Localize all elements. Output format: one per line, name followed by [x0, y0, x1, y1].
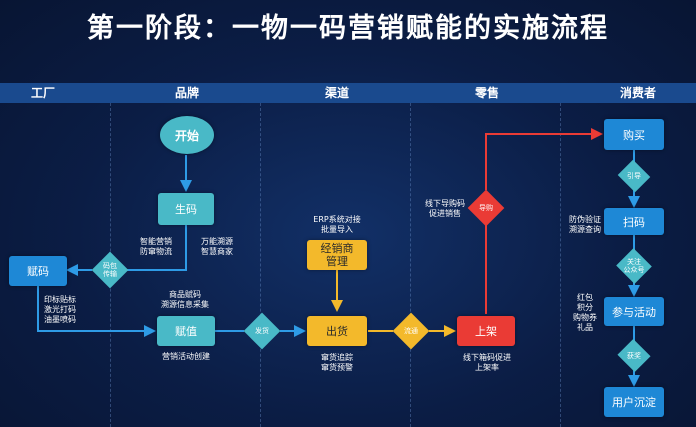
note-offline-box-code: 线下箱码促进 上架率: [452, 353, 522, 373]
note-line: 智慧商家: [201, 247, 233, 256]
slide-title: 第一阶段：一物一码营销赋能的实施流程: [87, 13, 609, 44]
arrow-guide-to-purchase: [485, 128, 603, 190]
start-node: 开始: [160, 116, 214, 154]
note-line: 线下箱码促进: [463, 353, 511, 362]
dealer-label-line2: 管理: [326, 255, 348, 268]
note-line: 窜货预警: [321, 363, 353, 372]
note-line: 上架率: [475, 363, 499, 372]
note-line: 油墨喷码: [44, 315, 76, 324]
generate-code-box: 生码: [158, 193, 214, 225]
arrow-encode-to-assign: [37, 286, 156, 337]
circulate-decision: 流通: [392, 312, 430, 350]
transfer-decision: 码包 传输: [91, 251, 129, 289]
note-line: 红包: [577, 293, 593, 302]
lane-divider: [560, 103, 561, 427]
note-smart-marketing: 智能营销 防窜物流: [132, 237, 180, 257]
user-retention-box: 用户沉淀: [604, 387, 664, 417]
follow-label-line2: 公众号: [623, 266, 645, 274]
note-line: 印标贴标: [44, 295, 76, 304]
purchase-box: 购买: [604, 119, 664, 150]
note-anti-counterfeit: 防伪验证 溯源查询: [563, 215, 607, 235]
note-line: 礼品: [577, 323, 593, 332]
guide-decision: 导购: [467, 189, 505, 227]
line-generate-to-transfer: [127, 225, 187, 271]
win-prize-decision: 获奖: [617, 338, 651, 373]
lane-label-brand: 品牌: [175, 86, 200, 100]
dealer-label-line1: 经销商: [320, 242, 354, 255]
lane-label-consumer: 消费者: [620, 86, 657, 100]
note-line: 批量导入: [321, 225, 353, 234]
note-line: 智能营销: [140, 237, 172, 246]
join-activity-box: 参与活动: [604, 297, 664, 326]
note-line: 促进销售: [429, 209, 461, 218]
lane-divider: [410, 103, 411, 427]
dispatch-box: 出货: [307, 316, 367, 346]
transfer-label-line2: 传输: [103, 270, 117, 278]
ship-label: 发货: [255, 327, 269, 335]
scan-code-box: 扫码: [604, 208, 664, 235]
shelf-box: 上架: [457, 316, 515, 346]
note-line: 线下导购码: [425, 199, 465, 208]
transfer-label-line1: 码包: [103, 262, 117, 270]
note-line: 万能溯源: [201, 237, 233, 246]
note-line: 防窜物流: [140, 247, 172, 256]
lane-divider: [260, 103, 261, 427]
lead-label: 引导: [627, 172, 641, 180]
note-erp-integration: ERP系统对接 批量导入: [304, 215, 370, 235]
transfer-label: 码包 传输: [103, 262, 117, 278]
follow-account-decision: 关注 公众号: [616, 248, 652, 284]
win-prize-label: 获奖: [627, 351, 641, 360]
note-printing-methods: 印标贴标 激光打码 油墨喷码: [36, 295, 84, 325]
lane-label-channel: 渠道: [325, 86, 350, 100]
note-line: 窜货追踪: [321, 353, 353, 362]
note-line: 购物券: [573, 313, 597, 322]
note-line: 防伪验证: [569, 215, 601, 224]
lead-decision: 引导: [617, 159, 651, 193]
note-line: 商品赋码: [169, 290, 201, 299]
guide-label: 导购: [479, 204, 493, 212]
follow-label-line1: 关注: [627, 258, 641, 266]
note-line: 溯源信息采集: [161, 300, 209, 309]
assign-value-box: 赋值: [157, 316, 215, 346]
swimlane-header-bar: [0, 83, 696, 103]
note-line: 积分: [577, 303, 593, 312]
ship-decision: 发货: [243, 312, 281, 350]
dealer-management-box: 经销商 管理: [307, 240, 367, 270]
note-diversion-tracking: 窜货追踪 窜货预警: [307, 353, 367, 373]
note-rewards: 红包 积分 购物券 礼品: [567, 293, 603, 333]
note-line: 激光打码: [44, 305, 76, 314]
note-campaign-creation: 营销活动创建: [162, 352, 210, 361]
note-line: 溯源查询: [569, 225, 601, 234]
note-product-encoding: 商品赋码 溯源信息采集: [142, 290, 228, 310]
note-offline-guide-code: 线下导购码 促进销售: [418, 199, 472, 219]
lane-label-retail: 零售: [475, 86, 500, 100]
follow-account-label: 关注 公众号: [624, 258, 645, 274]
note-line: ERP系统对接: [313, 215, 361, 224]
encode-box: 赋码: [9, 256, 67, 286]
note-traceability: 万能溯源 智慧商家: [193, 237, 241, 257]
circulate-label: 流通: [404, 327, 418, 335]
lane-label-factory: 工厂: [31, 86, 56, 100]
